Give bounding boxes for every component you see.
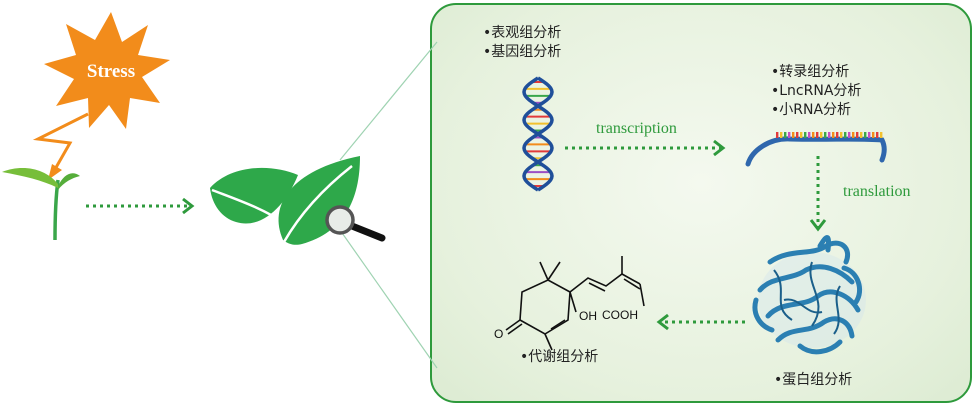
protein-ribbon [817, 235, 831, 253]
protein-structure [752, 235, 866, 355]
zoom-line-bottom [339, 229, 438, 369]
ketone-o-label: O [494, 327, 504, 341]
protein-loop [809, 261, 820, 327]
protein-ribbon [752, 297, 775, 333]
epigenome-label: •表观组分析 [483, 25, 562, 41]
seedling-icon [2, 168, 80, 241]
protein-loop [833, 285, 841, 335]
mrna-strand [745, 132, 887, 167]
rna-base [780, 132, 783, 138]
rna-base [800, 132, 803, 138]
transcriptome-label: •转录组分析 [771, 64, 850, 80]
oh-group-label: OH [579, 309, 597, 323]
arrow-protein-to-metabolite [656, 313, 745, 331]
rna-base [856, 132, 859, 138]
zoom-line-top [339, 41, 438, 161]
rna-base [836, 132, 839, 138]
protein-loop [783, 298, 823, 314]
rna-base [816, 132, 819, 138]
dna-backbone [522, 76, 554, 192]
rna-base [860, 132, 863, 138]
transcription-label: transcription [596, 120, 677, 137]
rna-base [848, 132, 851, 138]
rna-base [820, 132, 823, 138]
protein-ribbon [775, 316, 855, 343]
cooh-group-label: COOH [602, 308, 638, 322]
rna-base [852, 132, 855, 138]
arrow-seedling-to-leaves [86, 197, 195, 215]
protein-loop [773, 269, 793, 321]
protein-ribbon [797, 339, 843, 355]
protein-ribbon [841, 265, 862, 305]
lightning-arrow [32, 112, 89, 180]
protein-ribbon [757, 264, 855, 293]
magnifier-icon [325, 205, 386, 242]
rna-base [796, 132, 799, 138]
rna-base [804, 132, 807, 138]
metabolome-label: •代谢组分析 [520, 349, 599, 365]
rna-base [872, 132, 875, 138]
genome-label: •基因组分析 [483, 44, 562, 60]
translation-arrow [809, 156, 827, 232]
rna-base [776, 132, 779, 138]
rna-base [880, 132, 883, 138]
omics-panel [430, 3, 972, 403]
rna-base [832, 132, 835, 138]
dna-helix [522, 76, 554, 192]
stress-label: Stress [86, 61, 136, 82]
rna-base [792, 132, 795, 138]
rna-base [784, 132, 787, 138]
transcription-arrow [565, 139, 726, 157]
rna-base [876, 132, 879, 138]
rna-base [844, 132, 847, 138]
metabolite-molecule [505, 256, 645, 351]
proteome-label: •蛋白组分析 [774, 372, 853, 388]
lncrna-label: •LncRNA分析 [771, 83, 862, 99]
rna-base [868, 132, 871, 138]
rna-base [840, 132, 843, 138]
small-rna-label: •小RNA分析 [771, 102, 852, 118]
rna-base [828, 132, 831, 138]
rna-base [824, 132, 827, 138]
translation-label: translation [843, 183, 911, 200]
rna-base [788, 132, 791, 138]
stress-star [44, 12, 170, 129]
rna-base [812, 132, 815, 138]
leaves-icon [210, 156, 360, 245]
rna-base [864, 132, 867, 138]
rna-base [808, 132, 811, 138]
